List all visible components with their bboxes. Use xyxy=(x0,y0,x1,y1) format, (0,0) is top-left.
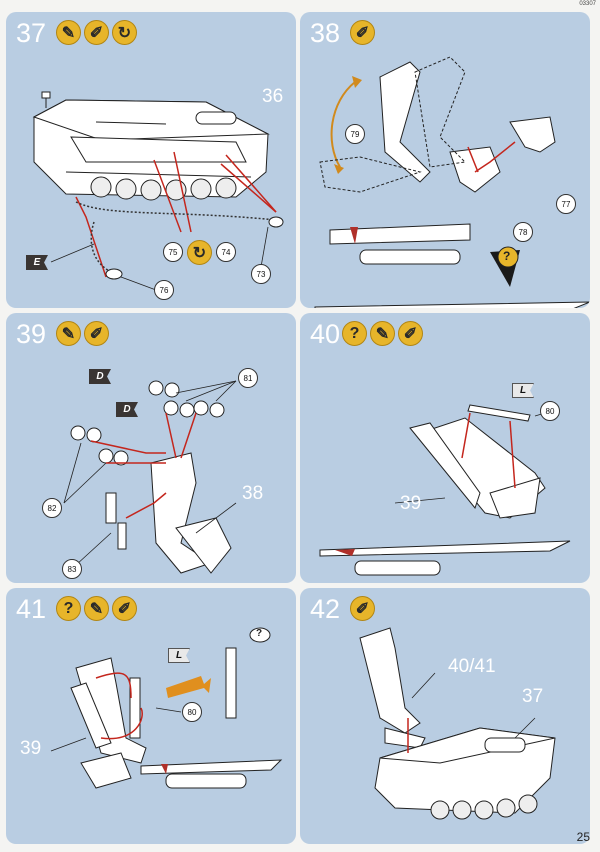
glue-tube-icon: ✐ xyxy=(350,20,375,45)
part-callout-78: 78 xyxy=(513,222,533,242)
glue-tube-icon: ✐ xyxy=(84,20,109,45)
rod-alignment-illustration xyxy=(50,627,283,789)
step-37-panel: 37 ✎ ✐ ↻ 36 75 ↻ 74 73 76 E xyxy=(6,12,296,308)
glue-tube-icon: ✐ xyxy=(398,321,423,346)
bridge-hinge-illustration xyxy=(314,56,590,308)
part-callout-75: 75 xyxy=(163,242,183,262)
step-badges: ? ✎ ✐ xyxy=(342,321,423,346)
support-rod-illustration xyxy=(319,404,571,576)
decal-flag-l: L xyxy=(512,383,534,398)
part-ref-39: 39 xyxy=(20,738,42,759)
step-40-panel: 40 ? ✎ ✐ L 80 39 xyxy=(300,313,590,583)
step-badges: ✎ ✐ xyxy=(56,321,109,346)
paint-brush-icon: ✎ xyxy=(56,321,81,346)
question-icon: ? xyxy=(256,628,263,639)
part-callout-80: 80 xyxy=(182,702,202,722)
paint-brush-icon: ✎ xyxy=(84,596,109,621)
decal-flag-d: D xyxy=(116,402,138,417)
part-callout-76: 76 xyxy=(154,280,174,300)
decal-flag-l: L xyxy=(168,648,190,663)
part-ref-40-41: 40/41 xyxy=(448,656,496,677)
part-ref-36: 36 xyxy=(262,86,284,107)
step-badges: ✐ xyxy=(350,20,375,45)
part-ref-37: 37 xyxy=(522,686,544,707)
glue-tube-icon: ✐ xyxy=(112,596,137,621)
part-callout-82: 82 xyxy=(42,498,62,518)
part-ref-38: 38 xyxy=(242,483,264,504)
question-icon: ? xyxy=(342,321,367,346)
question-icon: ? xyxy=(503,249,511,263)
rotate-icon: ↻ xyxy=(187,240,212,265)
rotate-icon: ↻ xyxy=(112,20,137,45)
step-number: 39 xyxy=(16,319,47,349)
part-callout-74: 74 xyxy=(216,242,236,262)
part-callout-80: 80 xyxy=(540,401,560,421)
step-number: 40 xyxy=(310,319,341,349)
step-number: 38 xyxy=(310,18,341,48)
paint-brush-icon: ✎ xyxy=(56,20,81,45)
tank-hull-illustration xyxy=(32,91,284,291)
glue-tube-icon: ✐ xyxy=(350,596,375,621)
decal-flag-d: D xyxy=(89,369,111,384)
support-assembly-illustration xyxy=(63,380,237,574)
step-41-panel: 41 ? ✎ ✐ L 80 39 ? xyxy=(6,588,296,844)
step-badges: ? ✎ ✐ xyxy=(56,596,137,621)
part-callout-83: 83 xyxy=(62,559,82,579)
step-badges: ✐ xyxy=(350,596,375,621)
step-38-panel: 38 ✐ 79 77 78 ? xyxy=(300,12,590,308)
decal-flag-e: E xyxy=(26,255,48,270)
part-callout-77: 77 xyxy=(556,194,576,214)
part-callout-81: 81 xyxy=(238,368,258,388)
question-icon: ? xyxy=(56,596,81,621)
product-code: 03307 xyxy=(579,1,596,7)
part-ref-39: 39 xyxy=(400,493,422,514)
page-number: 25 xyxy=(576,830,590,844)
step-badges: ✎ ✐ ↻ xyxy=(56,20,137,45)
part-callout-73: 73 xyxy=(251,264,271,284)
final-assembly-illustration xyxy=(359,627,556,820)
step-42-panel: 42 ✐ 40/41 37 xyxy=(300,588,590,844)
part-callout-79: 79 xyxy=(345,124,365,144)
step-number: 42 xyxy=(310,594,341,624)
glue-tube-icon: ✐ xyxy=(84,321,109,346)
paint-brush-icon: ✎ xyxy=(370,321,395,346)
step-number: 41 xyxy=(16,594,47,624)
step-39-panel: 39 ✎ ✐ D D 81 82 83 38 xyxy=(6,313,296,583)
step-number: 37 xyxy=(16,18,47,48)
